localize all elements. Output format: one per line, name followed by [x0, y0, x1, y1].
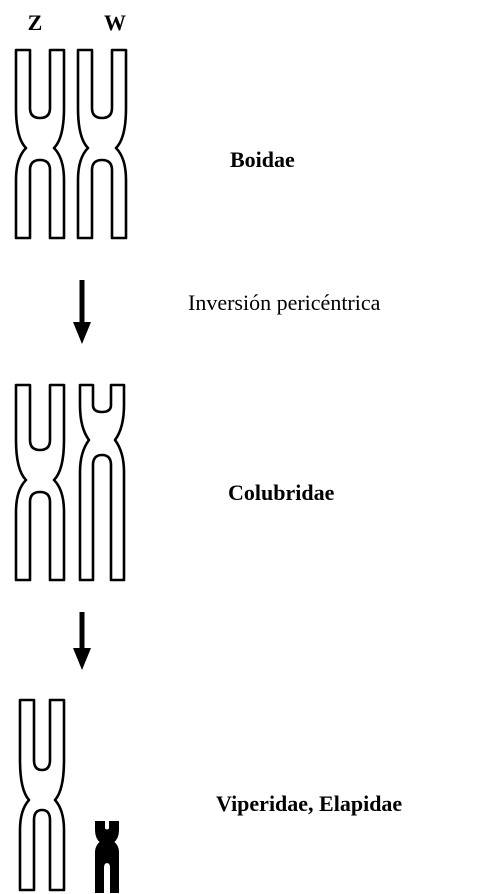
w-chromosome-degenerate [95, 821, 119, 893]
pericentric-inversion-label: Inversión pericéntrica [188, 290, 381, 315]
w-chromosome-boidae [76, 48, 128, 240]
boidae-chromosome-pair [14, 48, 128, 240]
viperidae-elapidae-chromosome-pair [18, 698, 119, 893]
down-arrow-1 [73, 280, 91, 344]
boidae-label: Boidae [230, 147, 295, 172]
viperidae-elapidae-label: Viperidae, Elapidae [216, 791, 402, 816]
z-chromosome-viperidae [18, 698, 66, 892]
z-chromosome-boidae [14, 48, 66, 240]
z-chromosome-colubridae [14, 383, 66, 582]
w-chromosome-label: W [104, 10, 126, 35]
down-arrow-2 [73, 612, 91, 670]
colubridae-chromosome-pair [14, 383, 126, 582]
w-chromosome-colubridae [78, 383, 126, 582]
z-chromosome-label: Z [28, 10, 43, 35]
colubridae-label: Colubridae [228, 480, 335, 505]
